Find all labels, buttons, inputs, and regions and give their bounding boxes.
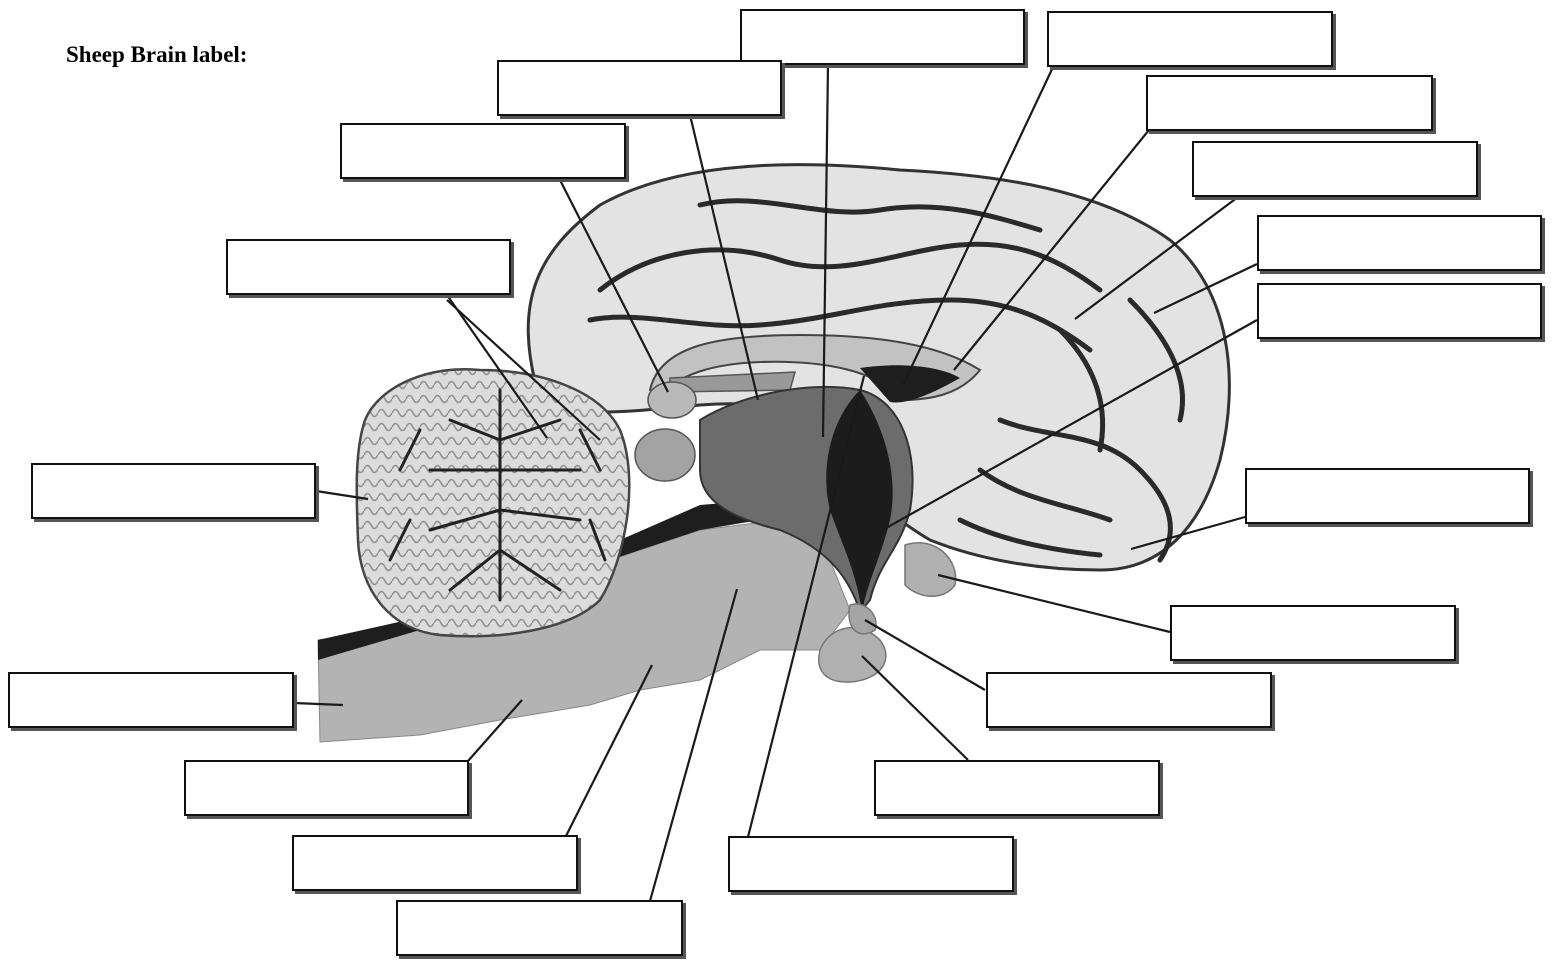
label-box-2[interactable]	[1047, 11, 1333, 67]
label-box-17[interactable]	[292, 835, 578, 891]
superior-colliculus	[648, 382, 696, 418]
label-box-4[interactable]	[1146, 75, 1433, 131]
label-box-8[interactable]	[226, 239, 511, 295]
optic-chiasm	[905, 543, 956, 597]
label-box-5[interactable]	[340, 123, 626, 179]
label-box-6[interactable]	[1192, 141, 1478, 197]
label-box-3[interactable]	[497, 60, 782, 116]
label-box-12[interactable]	[1170, 605, 1456, 661]
label-box-10[interactable]	[31, 463, 316, 519]
cerebellum-folia	[357, 369, 630, 636]
label-box-14[interactable]	[986, 672, 1272, 728]
label-box-1[interactable]	[740, 9, 1025, 65]
label-box-16[interactable]	[874, 760, 1160, 816]
inferior-colliculus	[635, 429, 695, 481]
label-box-9[interactable]	[1257, 283, 1542, 339]
label-box-11[interactable]	[1245, 468, 1530, 524]
label-box-13[interactable]	[8, 672, 294, 728]
mammillary-body	[849, 604, 876, 634]
label-box-18[interactable]	[728, 836, 1014, 892]
pituitary-gland	[819, 628, 886, 682]
label-box-7[interactable]	[1257, 215, 1542, 271]
label-box-15[interactable]	[184, 760, 469, 816]
label-box-19[interactable]	[396, 900, 683, 956]
